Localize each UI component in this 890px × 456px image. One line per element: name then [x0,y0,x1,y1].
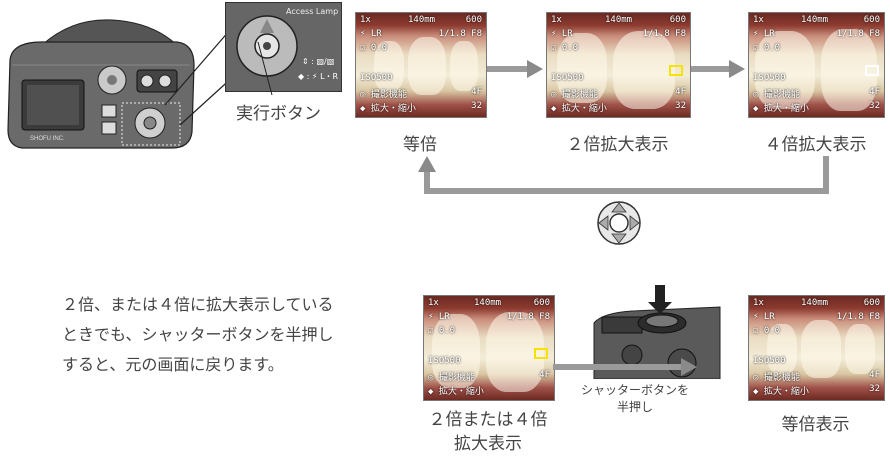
access-lamp-label: Access Lamp [286,7,339,16]
label-shutter: シャッターボタンを 半押し [580,382,690,416]
screen-1x: 1x 140mm 600 ⚡ LR 1/1.8 F8 ☑ 0.0 ISO500 … [355,12,487,118]
label-2x: ２倍拡大表示 [566,135,669,155]
zoomed-control-panel: Access Lamp ⇕ : ▨/▧ ◆ : ⚡ L・R [225,2,342,92]
label-bottom-right: 等倍表示 [781,415,850,435]
paragraph-line-3: すると、元の画面に戻ります。 [62,355,284,374]
shutter-line1: シャッターボタンを [580,383,689,397]
label-bottom-left: ２倍または４倍 拡大表示 [413,408,563,456]
bottom-left-line2: 拡大表示 [454,434,522,454]
screen-bottom-1x: 1x 140mm 600 ⚡ LR 1/1.8 F8 ☑ 0.0 ISO500 … [748,295,885,401]
shutter-line2: 半押し [616,400,653,414]
panel-line1: ⇕ : ▨/▧ [302,57,335,66]
screen-2x: 1x 140mm 600 ⚡ LR 1/1.8 F8 ☑ 0.0 ISO500 … [546,12,691,118]
panel-line2: ◆ : ⚡ L・R [298,72,339,81]
explanation-paragraph: ２倍、または４倍に拡大表示している ときでも、シャッターボタンを半押し すると、… [62,290,402,380]
label-4x: ４倍拡大表示 [764,135,867,155]
exec-button-label: 実行ボタン [236,104,321,124]
svg-text:SHOFU INC.: SHOFU INC. [30,136,65,142]
camera-illustration: SHOFU INC. [2,10,197,150]
screen-4x: 1x 140mm 600 ⚡ LR 1/1.8 F8 ☑ 0.0 ISO500 … [748,12,885,118]
paragraph-line-2: ときでも、シャッターボタンを半押し [62,325,334,344]
paragraph-line-1: ２倍、または４倍に拡大表示している [62,295,334,314]
bottom-left-line1: ２倍または４倍 [428,410,548,430]
screen-bottom-zoomed: 1x 140mm 600 ⚡ LR 1/1.8 F8 ☑ 0.0 ISO500 … [423,295,555,401]
exec-pointer [257,41,273,96]
cross-key-icon [597,201,641,245]
label-1x: 等倍 [403,135,437,155]
